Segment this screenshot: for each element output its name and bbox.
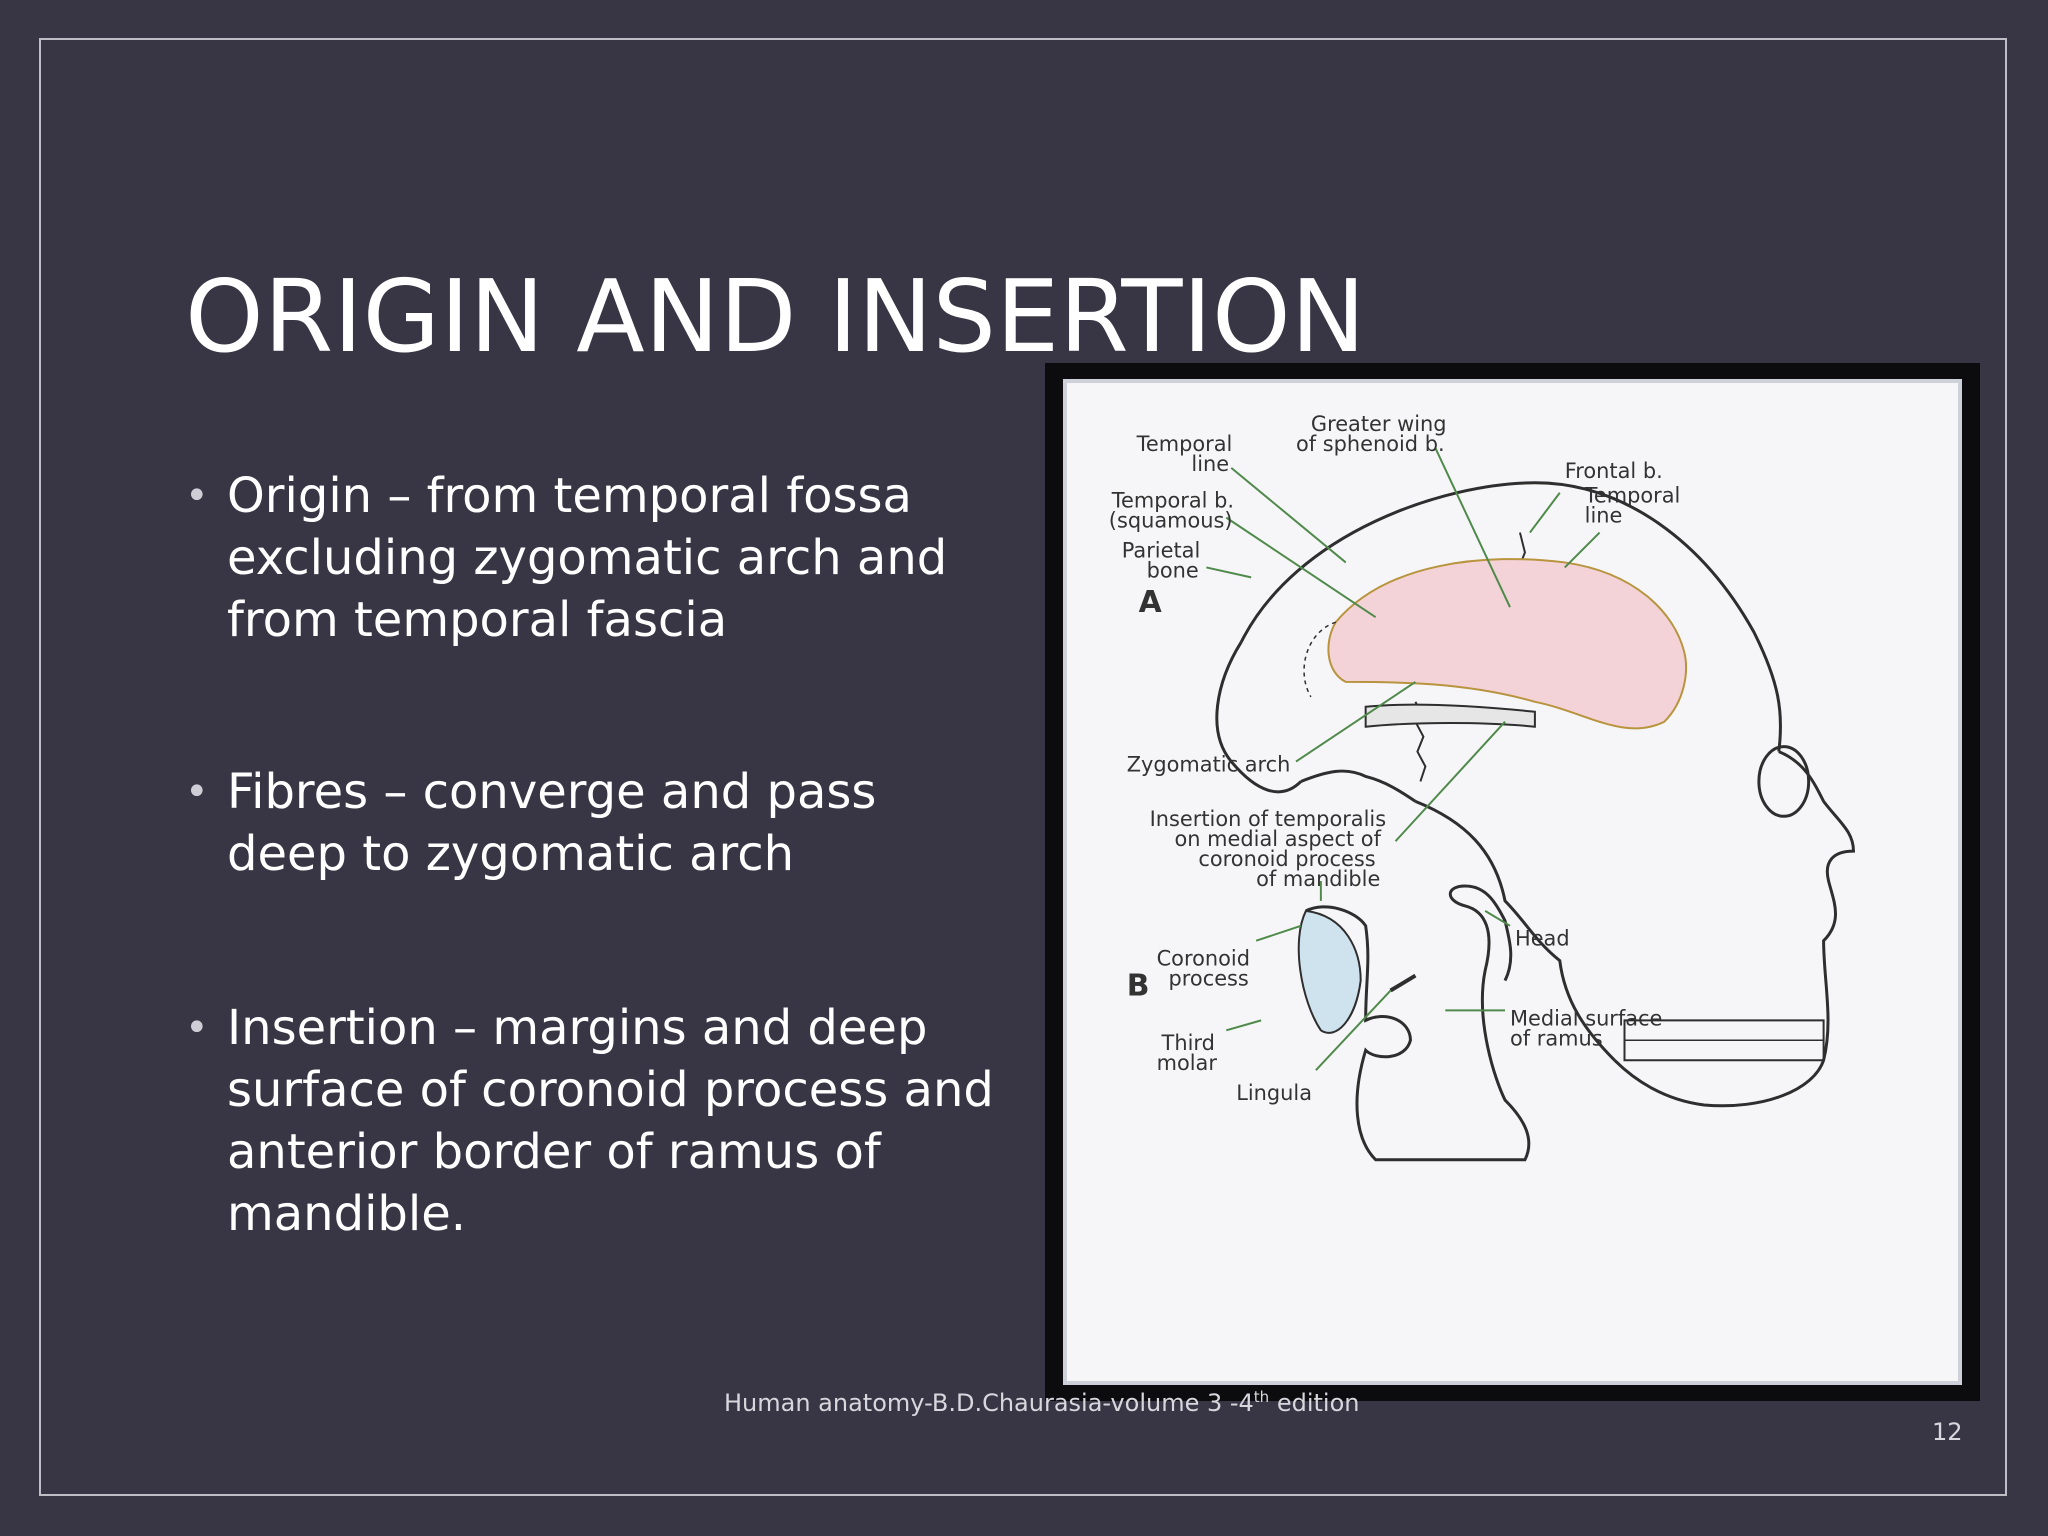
- label-temporal-b-2: (squamous): [1109, 509, 1233, 533]
- label-coronoid-2: process: [1169, 967, 1249, 991]
- label-insertion-1: Insertion of temporalis: [1150, 807, 1386, 831]
- anatomy-figure: A B Temporal line Greater wing of spheno…: [1045, 363, 1980, 1401]
- label-frontal-b: Frontal b.: [1565, 459, 1663, 483]
- panel-a-label: A: [1139, 585, 1162, 620]
- zygomatic-arch-shape: [1364, 703, 1536, 728]
- label-zygomatic-arch: Zygomatic arch: [1127, 752, 1291, 776]
- label-coronoid: Coronoid: [1157, 947, 1250, 971]
- label-greater-wing: Greater wing: [1311, 412, 1447, 436]
- slide-title: ORIGIN AND INSERTION: [185, 258, 1366, 375]
- bullet-origin: Origin – from temporal fossa excluding z…: [185, 465, 1005, 651]
- label-temporal-line-right: Temporal: [1584, 484, 1681, 508]
- label-insertion-2: on medial aspect of: [1175, 827, 1382, 851]
- source-tail: edition: [1269, 1389, 1360, 1417]
- label-parietal-2: bone: [1147, 558, 1199, 582]
- label-temporal-b: Temporal b.: [1111, 489, 1234, 513]
- mandible-drawing: [1305, 884, 1531, 1162]
- label-third-molar: Third: [1161, 1031, 1215, 1055]
- label-lingula: Lingula: [1236, 1081, 1312, 1105]
- label-head: Head: [1515, 927, 1570, 951]
- source-text: Human anatomy-B.D.Chaurasia-volume 3 -4: [724, 1389, 1254, 1417]
- label-parietal: Parietal: [1122, 538, 1201, 562]
- skull-drawing: [1215, 481, 1855, 1108]
- temporalis-area: [1327, 558, 1688, 730]
- source-citation: Human anatomy-B.D.Chaurasia-volume 3 -4t…: [724, 1388, 1359, 1417]
- panel-b-label: B: [1127, 968, 1150, 1003]
- skull-diagram: A B Temporal line Greater wing of spheno…: [1109, 412, 1855, 1162]
- slide-frame: [39, 38, 2007, 1496]
- figure-image: A B Temporal line Greater wing of spheno…: [1063, 379, 1962, 1385]
- bullet-list: Origin – from temporal fossa excluding z…: [185, 465, 1005, 1245]
- label-insertion-3: coronoid process: [1198, 847, 1375, 871]
- label-medial-surface: Medial surface: [1510, 1006, 1662, 1030]
- bullet-insertion: Insertion – margins and deep surface of …: [185, 997, 1005, 1245]
- label-temporal-line-right-2: line: [1585, 504, 1623, 528]
- bullet-fibres: Fibres – converge and pass deep to zygom…: [185, 761, 1005, 885]
- coronoid-area: [1297, 909, 1362, 1034]
- source-superscript: th: [1253, 1388, 1270, 1406]
- page-number: 12: [1932, 1418, 1963, 1446]
- leader-lines-a: [1206, 447, 1601, 901]
- label-insertion-4: of mandible: [1256, 867, 1380, 891]
- label-third-molar-2: molar: [1157, 1051, 1218, 1075]
- label-temporal-line-left: Temporal: [1136, 432, 1233, 456]
- label-greater-wing-2: of sphenoid b.: [1296, 432, 1445, 456]
- leader-lines-b: [1226, 910, 1511, 1071]
- label-temporal-line-left-2: line: [1191, 452, 1229, 476]
- label-medial-surface-2: of ramus: [1510, 1026, 1603, 1050]
